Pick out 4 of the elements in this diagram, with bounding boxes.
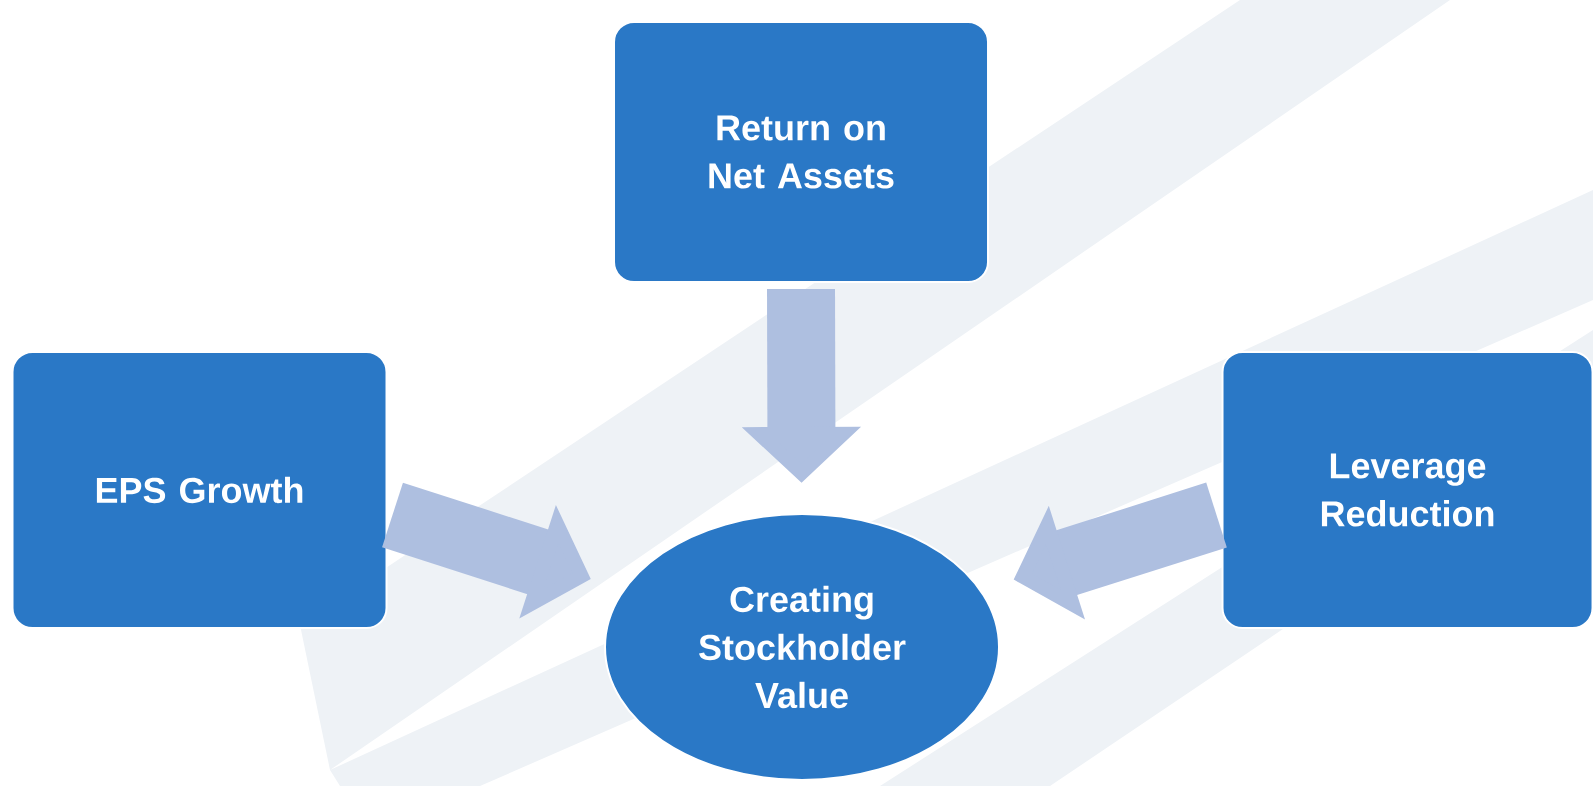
ellipse-node: Creating Stockholder Value	[604, 513, 1000, 781]
process-box: Leverage Reduction	[1221, 351, 1593, 629]
process-box: EPS Growth	[11, 351, 388, 629]
process-box: Return on Net Assets	[613, 21, 989, 283]
